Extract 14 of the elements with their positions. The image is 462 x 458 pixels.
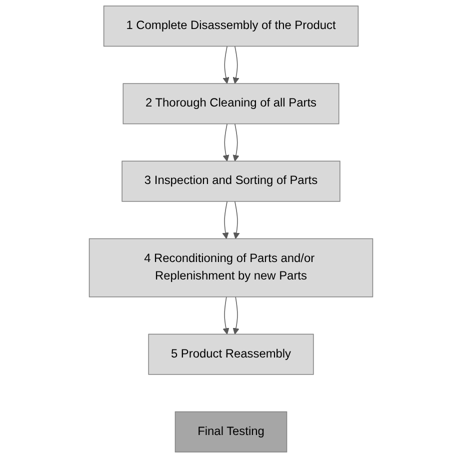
- arrow: [232, 123, 240, 162]
- node-box: Final Testing: [174, 411, 288, 452]
- arrow: [222, 296, 230, 334]
- arrow: [222, 123, 230, 162]
- node-box: 5 Product Reassembly: [148, 334, 314, 375]
- arrow: [232, 296, 240, 334]
- node-box: 2 Thorough Cleaning of all Parts: [122, 83, 340, 124]
- node-box: 1 Complete Disassembly of the Product: [103, 6, 359, 47]
- arrow: [233, 201, 240, 239]
- arrow: [222, 201, 229, 239]
- arrow: [232, 46, 240, 84]
- node-box: 4 Reconditioning of Parts and/or Replenishment by new Parts: [88, 238, 374, 298]
- node-box: 3 Inspection and Sorting of Parts: [122, 160, 340, 202]
- arrow: [222, 46, 230, 84]
